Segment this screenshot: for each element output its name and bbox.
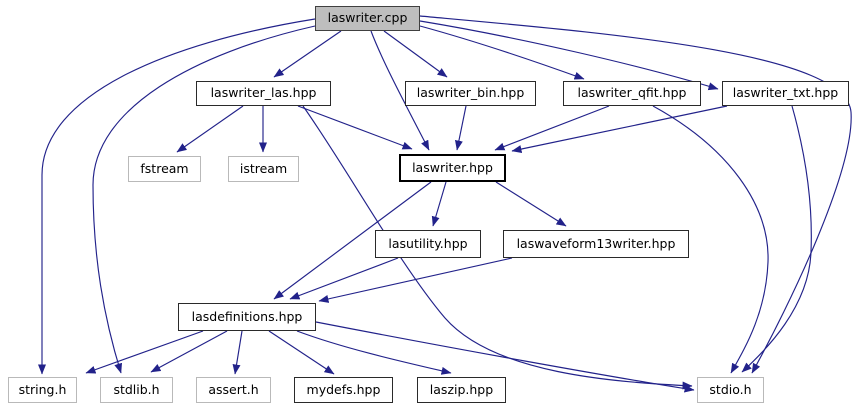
edge-laswriter_cpp-to-stdlib_h [92, 25, 316, 374]
edge-laswriter_las-to-laswriter_hpp [297, 105, 413, 150]
node-lasutility[interactable]: lasutility.hpp [375, 230, 481, 258]
node-lasdefinitions[interactable]: lasdefinitions.hpp [178, 303, 316, 331]
edge-laswriter_cpp-to-laswriter_las [273, 30, 342, 78]
node-stdio-h: stdio.h [697, 377, 764, 403]
node-laszip[interactable]: laszip.hpp [417, 377, 506, 403]
edge-laswriter_qfit-to-stdio_h [652, 105, 769, 374]
edge-laswriter_qfit-to-laswriter_hpp [494, 105, 610, 151]
edge-laswriter_cpp-to-laswriter_bin [383, 30, 448, 78]
node-laswaveform[interactable]: laswaveform13writer.hpp [503, 230, 689, 258]
edge-laswaveform-to-lasdefinitions [318, 257, 513, 303]
edge-laswriter_cpp-to-laswriter_txt [419, 20, 719, 91]
node-laswriter-las[interactable]: laswriter_las.hpp [196, 81, 331, 106]
edge-laswriter_hpp-to-lasutility [431, 181, 447, 227]
edge-lasdefinitions-to-assert_h [232, 330, 243, 375]
edge-laswriter_txt-to-stdio_h [741, 105, 812, 373]
edge-laswriter_txt-to-laswriter_hpp [511, 105, 728, 153]
edge-lasdefinitions-to-mydefs [268, 330, 335, 375]
edge-laswriter_bin-to-laswriter_hpp [454, 105, 467, 151]
node-mydefs[interactable]: mydefs.hpp [294, 377, 393, 403]
node-laswriter-cpp: laswriter.cpp [315, 6, 420, 31]
edge-laswriter_las-to-stdio_h [302, 105, 693, 390]
node-laswriter-txt[interactable]: laswriter_txt.hpp [722, 81, 849, 106]
node-stdlib-h: stdlib.h [100, 377, 173, 403]
node-laswriter-bin[interactable]: laswriter_bin.hpp [405, 81, 536, 106]
node-assert-h: assert.h [196, 377, 271, 403]
edge-laswriter_cpp-to-string_h [38, 18, 316, 375]
edge-laswriter_hpp-to-lasdefinitions [273, 181, 432, 300]
edge-lasdefinitions-to-stdlib_h [150, 330, 228, 373]
node-string-h: string.h [8, 377, 77, 403]
edge-laswriter_hpp-to-laswaveform [495, 181, 567, 227]
edge-lasdefinitions-to-stdio_h [315, 321, 695, 393]
node-laswriter-hpp[interactable]: laswriter.hpp [399, 154, 506, 182]
edge-lasdefinitions-to-laszip [296, 330, 452, 375]
edge-lasutility-to-lasdefinitions [289, 257, 399, 300]
edge-laswriter_las-to-fstream [176, 105, 244, 153]
node-istream: istream [228, 156, 299, 182]
edge-lasdefinitions-to-string_h [85, 330, 204, 374]
edge-laswriter_cpp-to-stdio_h [419, 15, 852, 374]
node-fstream: fstream [128, 156, 201, 182]
edge-laswriter_cpp-to-laswriter_qfit [419, 25, 585, 80]
node-laswriter-qfit[interactable]: laswriter_qfit.hpp [563, 81, 701, 106]
edge-laswriter_cpp-to-laswriter_hpp [370, 30, 430, 151]
